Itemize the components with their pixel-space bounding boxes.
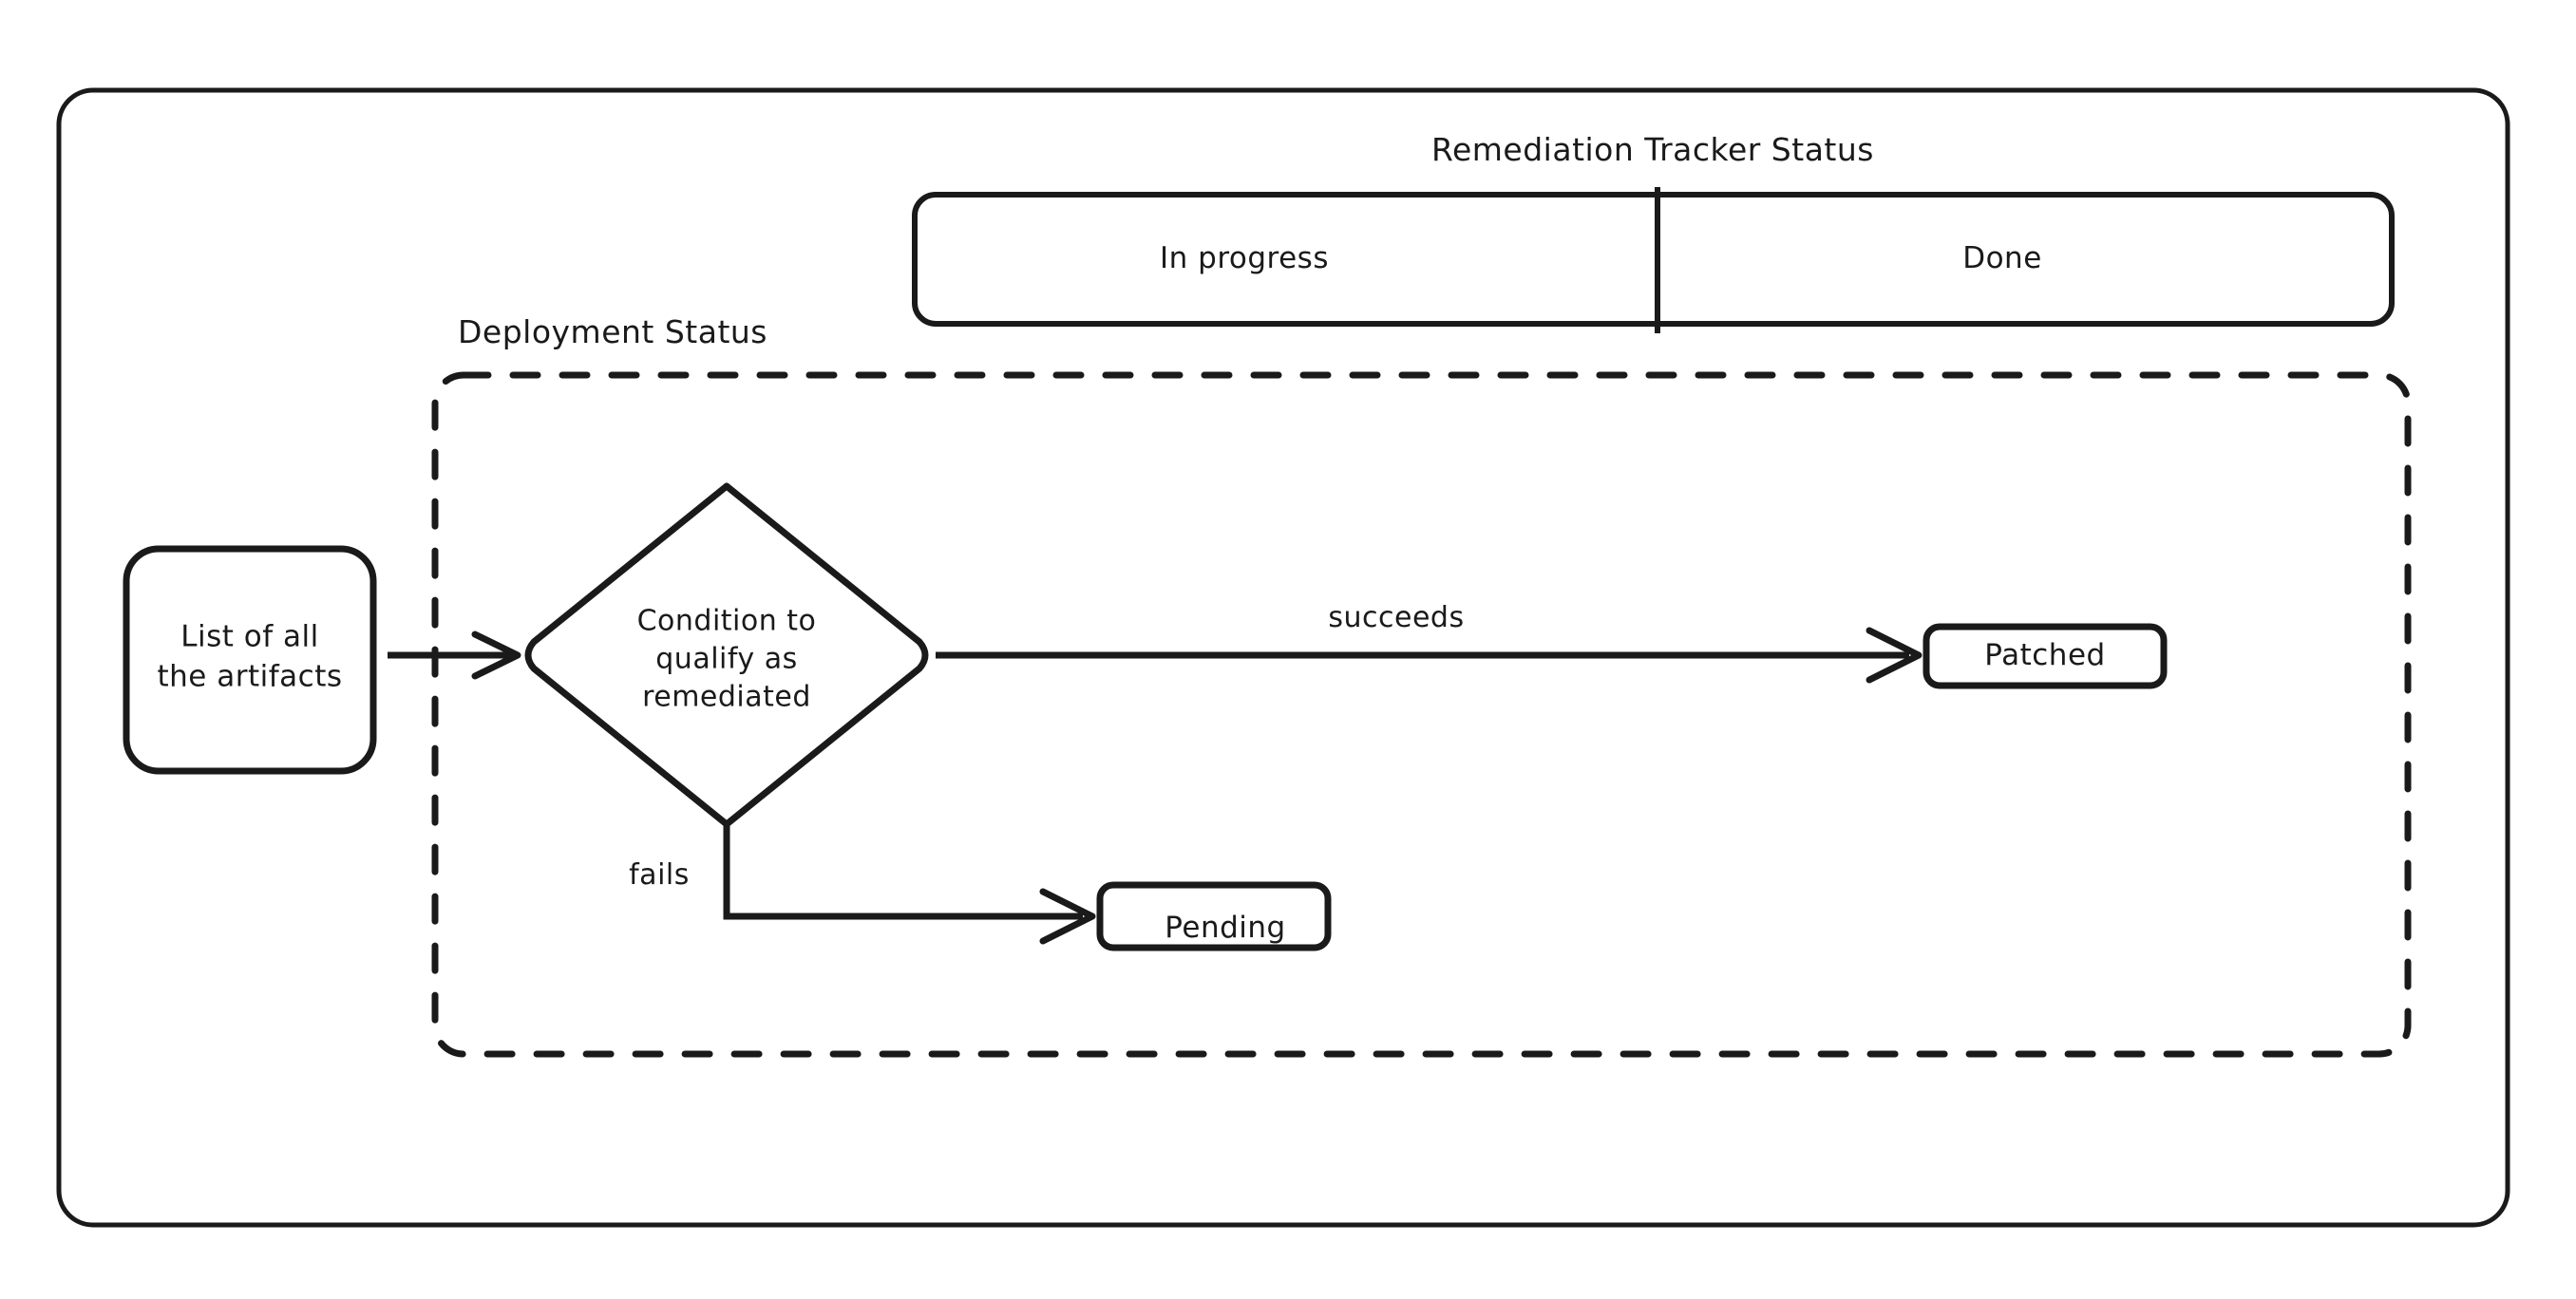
node-condition[interactable] [584, 537, 869, 774]
deployment-status-container [431, 371, 2412, 1058]
node-patched[interactable] [1926, 627, 2164, 686]
edge-condition-to-pending [723, 824, 1096, 945]
tracker-cell-done[interactable] [1662, 198, 2384, 321]
tracker-cell-in-progress[interactable] [883, 198, 1605, 321]
tracker-status-bar [912, 192, 2395, 327]
node-pending-shape [1096, 881, 1332, 951]
edge-condition-to-patched [936, 627, 1923, 684]
node-artifacts[interactable] [126, 549, 373, 771]
outer-frame [56, 87, 2510, 1228]
edge-artifacts-to-condition [388, 631, 521, 680]
node-patched-shape [1923, 623, 2168, 689]
node-pending[interactable] [1100, 885, 1328, 948]
node-artifacts-shape [123, 545, 377, 775]
